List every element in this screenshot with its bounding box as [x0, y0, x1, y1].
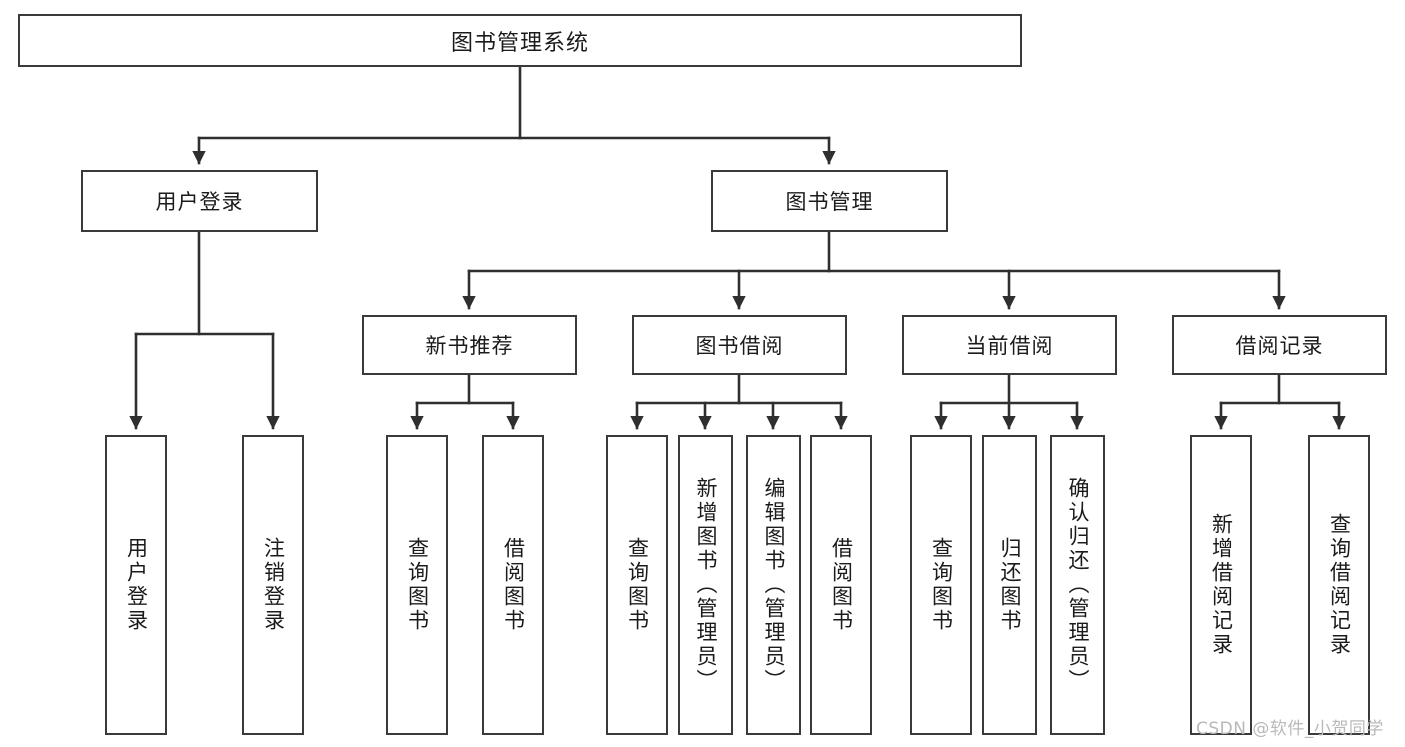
node-borrow-record-label: 借阅记录: [1235, 334, 1324, 358]
node-leaf-user-login[interactable]: 用户登录: [105, 435, 167, 735]
node-leaf-confirm-return-label: 确认归还（管理员）: [1066, 477, 1090, 693]
node-leaf-borrow-book-2[interactable]: 借阅图书: [810, 435, 872, 735]
node-leaf-query-book-1-label: 查询图书: [405, 537, 430, 633]
node-root[interactable]: 图书管理系统: [18, 14, 1022, 67]
node-leaf-user-logout-label: 注销登录: [261, 537, 286, 633]
node-book-borrow[interactable]: 图书借阅: [632, 315, 847, 375]
node-leaf-query-book-2[interactable]: 查询图书: [606, 435, 668, 735]
node-user-login[interactable]: 用户登录: [81, 170, 318, 232]
node-leaf-return-book-label: 归还图书: [998, 537, 1022, 633]
node-leaf-edit-book[interactable]: 编辑图书（管理员）: [746, 435, 801, 735]
node-leaf-query-book-2-label: 查询图书: [625, 537, 650, 633]
node-leaf-return-book[interactable]: 归还图书: [982, 435, 1037, 735]
node-book-manage-label: 图书管理: [785, 190, 874, 214]
node-new-book-rec[interactable]: 新书推荐: [362, 315, 577, 375]
node-current-borrow[interactable]: 当前借阅: [902, 315, 1117, 375]
node-leaf-query-record-label: 查询借阅记录: [1327, 513, 1352, 657]
csdn-watermark: CSDN @软件_小贺同学: [1196, 719, 1384, 739]
node-leaf-query-book-3[interactable]: 查询图书: [910, 435, 972, 735]
node-book-borrow-label: 图书借阅: [695, 334, 784, 358]
node-leaf-borrow-book-1[interactable]: 借阅图书: [482, 435, 544, 735]
node-root-label: 图书管理系统: [450, 30, 589, 56]
node-leaf-query-book-3-label: 查询图书: [929, 537, 954, 633]
node-current-borrow-label: 当前借阅: [965, 334, 1054, 358]
node-user-login-label: 用户登录: [155, 190, 244, 214]
node-new-book-rec-label: 新书推荐: [425, 334, 514, 358]
node-leaf-add-book-label: 新增图书（管理员）: [694, 477, 718, 693]
node-leaf-add-record[interactable]: 新增借阅记录: [1190, 435, 1252, 735]
node-leaf-user-logout[interactable]: 注销登录: [242, 435, 304, 735]
node-leaf-edit-book-label: 编辑图书（管理员）: [762, 477, 786, 693]
node-book-manage[interactable]: 图书管理: [711, 170, 948, 232]
node-leaf-borrow-book-1-label: 借阅图书: [501, 537, 526, 633]
node-leaf-confirm-return[interactable]: 确认归还（管理员）: [1050, 435, 1105, 735]
node-leaf-user-login-label: 用户登录: [124, 537, 149, 633]
node-leaf-query-book-1[interactable]: 查询图书: [386, 435, 448, 735]
node-leaf-add-book[interactable]: 新增图书（管理员）: [678, 435, 733, 735]
node-leaf-add-record-label: 新增借阅记录: [1209, 513, 1234, 657]
node-leaf-borrow-book-2-label: 借阅图书: [829, 537, 854, 633]
node-borrow-record[interactable]: 借阅记录: [1172, 315, 1387, 375]
node-leaf-query-record[interactable]: 查询借阅记录: [1308, 435, 1370, 735]
